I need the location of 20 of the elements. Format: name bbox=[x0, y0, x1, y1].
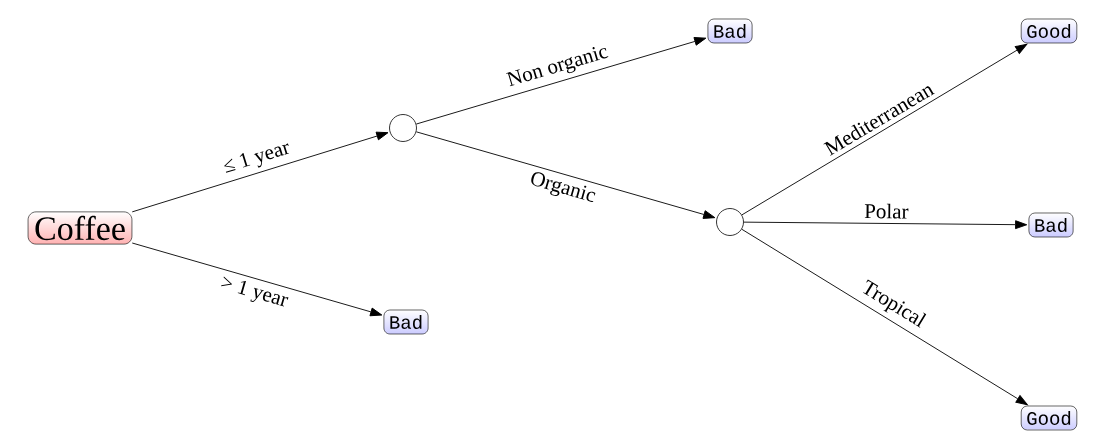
arrow bbox=[743, 220, 1028, 230]
arrow bbox=[415, 131, 716, 219]
leaf-box: Good bbox=[1020, 18, 1078, 44]
arrow bbox=[741, 43, 1028, 216]
arrow bbox=[131, 242, 383, 317]
decision-circle bbox=[716, 208, 744, 236]
edge-label: Organic bbox=[531, 172, 596, 202]
arrow bbox=[131, 131, 389, 213]
edge-label: Non organic bbox=[506, 47, 609, 87]
leaf-box: Bad bbox=[707, 18, 753, 44]
edge-label: ≤ 1 year bbox=[224, 143, 290, 173]
edge-label: > 1 year bbox=[221, 276, 289, 307]
arrow bbox=[741, 228, 1028, 406]
decision-circle bbox=[389, 114, 417, 142]
leaf-box: Good bbox=[1020, 405, 1078, 431]
leaf-box: Bad bbox=[383, 309, 429, 335]
arrow bbox=[415, 37, 707, 125]
edge-label: Polar bbox=[864, 203, 909, 219]
root-box: Coffee bbox=[27, 211, 133, 245]
leaf-box: Bad bbox=[1028, 212, 1074, 238]
